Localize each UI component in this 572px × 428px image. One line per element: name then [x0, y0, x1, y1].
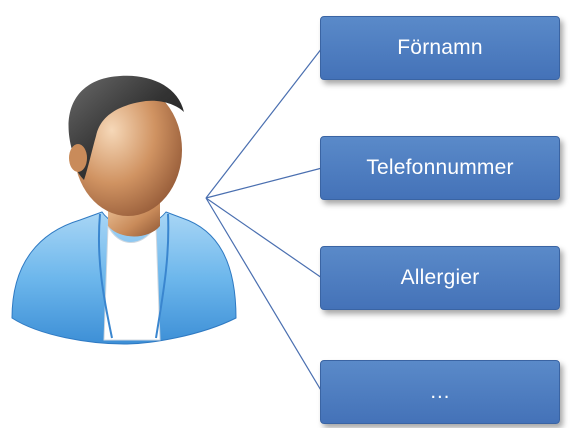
attribute-box-more: …: [320, 360, 560, 424]
attribute-label: …: [429, 380, 451, 403]
attribute-label: Förnamn: [397, 36, 483, 59]
attribute-label: Telefonnummer: [366, 156, 514, 179]
attribute-box-allergier: Allergier: [320, 246, 560, 310]
attribute-label: Allergier: [400, 266, 480, 289]
attribute-box-fornamn: Förnamn: [320, 16, 560, 80]
attribute-box-telefonnummer: Telefonnummer: [320, 136, 560, 200]
